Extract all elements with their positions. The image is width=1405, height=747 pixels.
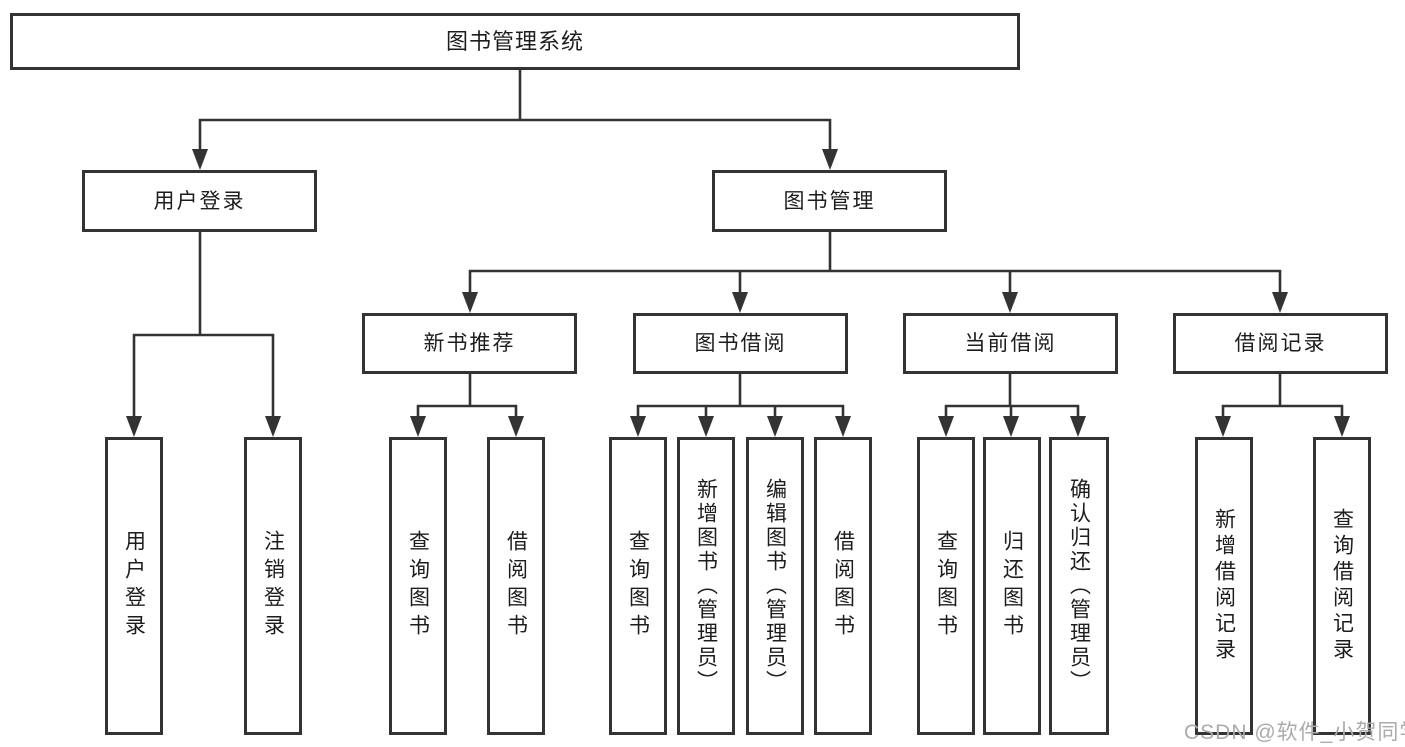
arrowhead [1070, 416, 1086, 437]
node-leaf-query-book-borrowing: 查询图书 [609, 437, 667, 735]
node-new-book-recommend: 新书推荐 [362, 313, 577, 374]
node-leaf-confirm-return-admin: 确认归还（管理员） [1049, 437, 1109, 735]
node-leaf-borrow-book: 借阅图书 [814, 437, 872, 735]
arrowhead [1003, 416, 1019, 437]
arrowhead [822, 149, 838, 170]
arrowhead [410, 416, 426, 437]
csdn-watermark: CSDN @软件_小贺同学 [1184, 721, 1405, 744]
node-leaf-return-book: 归还图书 [983, 437, 1041, 735]
node-book-management: 图书管理 [712, 170, 947, 232]
node-leaf-add-book-admin: 新增图书（管理员） [677, 437, 735, 735]
node-library-management-system: 图书管理系统 [10, 13, 1020, 70]
node-leaf-user-login: 用户登录 [105, 437, 163, 735]
arrowhead [732, 292, 748, 313]
node-leaf-edit-book-admin: 编辑图书（管理员） [746, 437, 804, 735]
arrowhead [1002, 292, 1018, 313]
arrowhead [698, 416, 714, 437]
arrowhead [1215, 416, 1231, 437]
arrowhead [1272, 292, 1288, 313]
arrowhead [508, 416, 524, 437]
arrowhead [126, 416, 142, 437]
node-leaf-query-book-current: 查询图书 [917, 437, 975, 735]
arrowhead [938, 416, 954, 437]
node-borrow-records: 借阅记录 [1173, 313, 1388, 374]
arrowhead [265, 416, 281, 437]
arrowhead [630, 416, 646, 437]
arrowhead [835, 416, 851, 437]
node-leaf-add-borrow-record: 新增借阅记录 [1195, 437, 1253, 735]
node-current-borrowing: 当前借阅 [903, 313, 1118, 374]
connector-arrowheads [126, 149, 1350, 437]
node-leaf-query-borrow-record: 查询借阅记录 [1313, 437, 1371, 735]
node-leaf-borrow-book-recommend: 借阅图书 [487, 437, 545, 735]
node-user-login: 用户登录 [82, 170, 317, 232]
node-leaf-logout: 注销登录 [244, 437, 302, 735]
arrowhead [462, 292, 478, 313]
node-book-borrowing: 图书借阅 [633, 313, 848, 374]
arrowhead [1334, 416, 1350, 437]
arrowhead [192, 149, 208, 170]
node-leaf-query-book-recommend: 查询图书 [389, 437, 447, 735]
arrowhead [767, 416, 783, 437]
